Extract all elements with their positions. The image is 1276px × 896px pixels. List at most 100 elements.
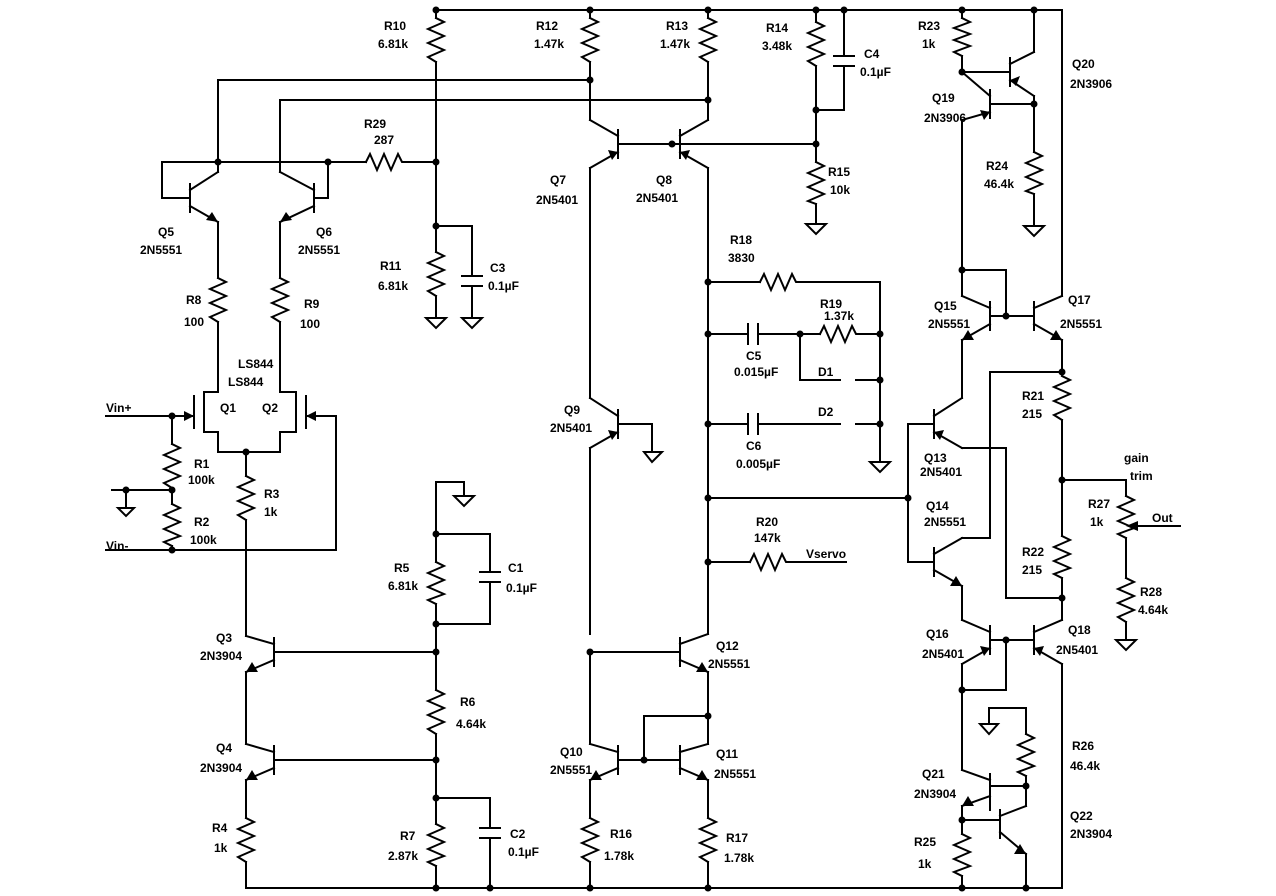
label-r3-val: 1k: [264, 505, 278, 519]
label-q5-type: 2N5551: [140, 243, 182, 257]
schematic-wires: [105, 9, 1181, 889]
label-q5: Q5: [158, 225, 174, 239]
label-q14: Q14: [926, 499, 949, 513]
label-r25-val: 1k: [918, 857, 932, 871]
label-r19: R19: [820, 297, 842, 311]
label-r21: R21: [1022, 389, 1044, 403]
label-r18-val: 3830: [728, 251, 755, 265]
label-vservo: Vservo: [806, 547, 846, 561]
r23-zigzag: [951, 16, 973, 58]
label-r17-val: 1.78k: [724, 851, 754, 865]
label-r16-val: 1.78k: [604, 849, 634, 863]
label-d1: D1: [818, 365, 834, 379]
label-r6-val: 4.64k: [456, 717, 486, 731]
r9-zigzag: [269, 276, 291, 324]
label-q20-type: 2N3906: [1070, 77, 1112, 91]
label-r15: R15: [828, 165, 850, 179]
label-r23: R23: [918, 19, 940, 33]
r11-zigzag: [425, 250, 447, 298]
label-c1: C1: [508, 561, 524, 575]
label-q21-type: 2N3904: [914, 787, 956, 801]
label-q11: Q11: [716, 747, 738, 761]
label-r10: R10: [384, 19, 406, 33]
label-q16-type: 2N5401: [922, 647, 964, 661]
label-r12-val: 1.47k: [534, 37, 564, 51]
label-q13-type: 2N5401: [920, 465, 962, 479]
label-q6: Q6: [316, 225, 332, 239]
r27-wiper-arrow: [1126, 521, 1138, 531]
r8-zigzag: [207, 276, 229, 324]
label-q18-type: 2N5401: [1056, 643, 1098, 657]
label-q9-type: 2N5401: [550, 421, 592, 435]
label-q17-type: 2N5551: [1060, 317, 1102, 331]
label-c4: C4: [864, 47, 880, 61]
label-r17: R17: [726, 831, 748, 845]
label-r20-val: 147k: [754, 531, 781, 545]
label-q2: Q2: [262, 401, 278, 415]
label-c3: C3: [490, 261, 506, 275]
label-r11-val: 6.81k: [378, 279, 408, 293]
label-q12: Q12: [716, 639, 739, 653]
label-r5-val: 6.81k: [388, 579, 418, 593]
label-r24-val: 46.4k: [984, 177, 1014, 191]
label-vin-minus: Vin-: [106, 539, 128, 553]
label-q21: Q21: [922, 767, 945, 781]
r25-zigzag: [951, 832, 973, 878]
label-r26: R26: [1072, 739, 1094, 753]
label-c1-val: 0.1µF: [506, 581, 537, 595]
label-r10-val: 6.81k: [378, 37, 408, 51]
label-d2: D2: [818, 405, 834, 419]
r5-zigzag: [425, 560, 447, 606]
label-r5: R5: [394, 561, 410, 575]
label-q18: Q18: [1068, 623, 1091, 637]
r28-zigzag: [1115, 576, 1137, 624]
label-q4: Q4: [216, 741, 232, 755]
label-q15-type: 2N5551: [928, 317, 970, 331]
ground-symbols: [115, 223, 1139, 736]
label-r18: R18: [730, 233, 752, 247]
r21-zigzag: [1051, 374, 1073, 422]
label-c5: C5: [746, 349, 762, 363]
label-c5-val: 0.015µF: [734, 365, 778, 379]
label-q17: Q17: [1068, 293, 1091, 307]
label-r3: R3: [264, 487, 280, 501]
capacitor-symbols: [461, 55, 855, 839]
label-q12-type: 2N5551: [708, 657, 750, 671]
emitter-arrows: [184, 76, 1062, 854]
label-c6: C6: [746, 439, 762, 453]
r13-zigzag: [697, 16, 719, 64]
label-q11-type: 2N5551: [714, 767, 756, 781]
label-q3-type: 2N3904: [200, 649, 242, 663]
label-q10-type: 2N5551: [550, 763, 592, 777]
r20-zigzag: [748, 551, 791, 573]
label-ls844-b: LS844: [228, 375, 264, 389]
label-r7-val: 2.87k: [388, 849, 418, 863]
label-r2-val: 100k: [190, 533, 217, 547]
r7-zigzag: [425, 822, 447, 868]
r14-zigzag: [805, 20, 827, 68]
label-r26-val: 46.4k: [1070, 759, 1100, 773]
label-q22-type: 2N3904: [1070, 827, 1112, 841]
label-r15-val: 10k: [830, 183, 850, 197]
label-ls844-a: LS844: [238, 357, 274, 371]
label-r2: R2: [194, 515, 210, 529]
label-r13-val: 1.47k: [660, 37, 690, 51]
r19-zigzag: [818, 323, 859, 345]
label-r27-val: 1k: [1090, 515, 1104, 529]
label-r9-val: 100: [300, 317, 320, 331]
label-r22-val: 215: [1022, 563, 1042, 577]
label-r22: R22: [1022, 545, 1044, 559]
label-q20: Q20: [1072, 57, 1095, 71]
label-q10: Q10: [560, 745, 583, 759]
r15-zigzag: [805, 160, 827, 206]
label-r12: R12: [536, 19, 558, 33]
label-q8-type: 2N5401: [636, 191, 678, 205]
label-q9: Q9: [564, 403, 580, 417]
label-r25: R25: [914, 835, 936, 849]
label-q7: Q7: [550, 173, 566, 187]
label-r11: R11: [380, 259, 402, 273]
label-trim: trim: [1130, 469, 1153, 483]
r10-zigzag: [425, 16, 447, 64]
label-r1-val: 100k: [188, 473, 215, 487]
